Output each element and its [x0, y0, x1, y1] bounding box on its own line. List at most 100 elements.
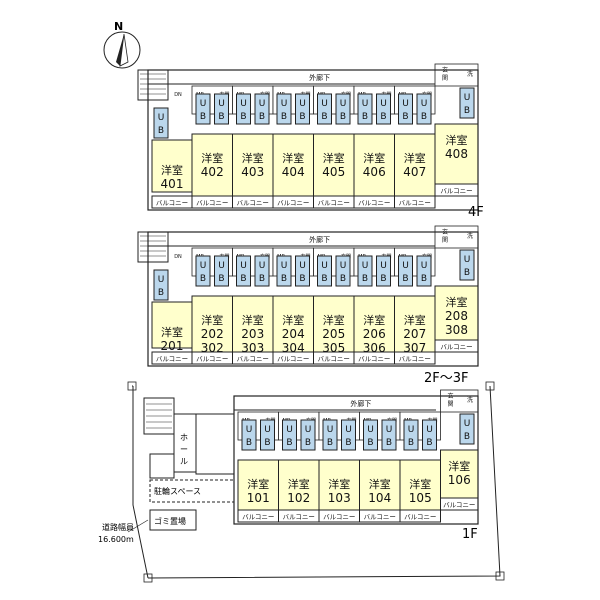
unit-bath — [398, 255, 413, 287]
unit-bath-label: B — [264, 438, 270, 448]
unit-bath-label: B — [158, 126, 164, 136]
unit-bath-label: B — [259, 274, 265, 284]
unit-bath — [254, 93, 270, 125]
unit-bath-label: B — [421, 112, 427, 122]
unit-bath — [335, 255, 351, 287]
unit-bath-label: U — [362, 261, 369, 271]
room-number-label: 205 — [322, 327, 345, 341]
balcony-label: バルコニー — [283, 513, 315, 521]
room-number-label: 204 — [282, 327, 305, 341]
floor-block-2: 外廊下MB玄関UBUB洋室101バルコニーMB玄関UBUB洋室102バルコニーM… — [233, 389, 479, 525]
svg-text:ホール: ホール — [180, 433, 188, 466]
unit-bath-label: B — [362, 112, 368, 122]
unit-bath-label: U — [340, 99, 347, 109]
unit-bath — [357, 255, 373, 287]
unit-bath — [357, 93, 373, 125]
unit-bath-label: B — [218, 274, 224, 284]
room-number-label: 102 — [287, 491, 310, 505]
unit-bath — [376, 255, 391, 287]
room-number-label: 104 — [368, 491, 391, 505]
room-404 — [272, 133, 314, 197]
room-number-label: 208 — [445, 309, 468, 323]
unit-bath — [153, 107, 169, 139]
floor-label-2f-3f: 2F～3F — [424, 371, 469, 386]
unit-bath — [363, 419, 378, 451]
unit-bath-label: U — [218, 261, 225, 271]
unit-bath-label: B — [200, 112, 206, 122]
room-type-label: 洋室 — [201, 313, 223, 327]
room-type-label: 洋室 — [404, 151, 426, 165]
unit-bath-label: B — [362, 274, 368, 284]
balcony-label: バルコニー — [440, 343, 472, 351]
room-number-label: 407 — [403, 165, 426, 179]
unit-bath-label: B — [259, 112, 265, 122]
unit-bath — [416, 93, 432, 125]
unit-bath-label: B — [281, 274, 287, 284]
room-number-label: 401 — [161, 177, 184, 191]
room-type-label: 洋室 — [161, 163, 183, 177]
room-type-label: 洋室 — [323, 151, 345, 165]
room-number-label: 405 — [322, 165, 345, 179]
floors-group: 外廊下DNUB洋室401バルコニーMB玄関UBUB洋室402バルコニーMB玄関U… — [137, 63, 479, 525]
unit-bath-label: U — [345, 425, 352, 435]
balcony — [394, 351, 436, 365]
unit-bath-label: U — [240, 99, 247, 109]
unit-bath — [376, 93, 391, 125]
unit-bath-label: U — [218, 99, 225, 109]
balcony-label: バルコニー — [358, 199, 390, 207]
unit-bath — [254, 255, 270, 287]
unit-bath-label: U — [259, 261, 266, 271]
balcony-label: バルコニー — [237, 355, 269, 363]
balcony-label: バルコニー — [318, 355, 350, 363]
unit-bath-label: U — [321, 261, 328, 271]
room-type-label: 洋室 — [242, 313, 264, 327]
unit-bath — [381, 419, 397, 451]
corridor-label: 外廊下 — [350, 399, 371, 408]
room-type-label: 洋室 — [363, 313, 385, 327]
corridor-label: 外廊下 — [309, 235, 330, 244]
room-103 — [318, 459, 360, 511]
unit-bath-label: B — [402, 112, 408, 122]
stair-area — [137, 231, 169, 263]
site-outline — [127, 381, 505, 583]
unit-bath-label: U — [200, 261, 207, 271]
unit-bath-label: B — [281, 112, 287, 122]
unit-bath — [282, 419, 297, 451]
unit-bath-label: U — [264, 425, 271, 435]
road-width-value: 16.600m — [98, 535, 134, 544]
unit-bath-label: B — [380, 274, 386, 284]
unit-bath — [276, 93, 292, 125]
room-number-label: 101 — [247, 491, 270, 505]
unit-bath — [317, 93, 332, 125]
room-number-label: 103 — [328, 491, 351, 505]
unit-bath-label: U — [321, 99, 328, 109]
unit-bath-label: B — [327, 438, 333, 448]
unit-bath-label: B — [380, 112, 386, 122]
ground-features: ホール 駐輪スペース ゴミ置場 道路幅員 16.600m — [98, 397, 235, 544]
unit-bath-label: B — [286, 438, 292, 448]
balcony-label: バルコニー — [358, 355, 390, 363]
room-401 — [151, 139, 193, 193]
balcony-label: バルコニー — [196, 355, 228, 363]
room-104 — [359, 459, 401, 511]
unit-bath-label: U — [426, 425, 433, 435]
balcony-label: バルコニー — [196, 199, 228, 207]
room-number-label: 207 — [403, 327, 426, 341]
unit-bath-label: U — [464, 255, 471, 265]
unit-bath-label: B — [345, 438, 351, 448]
road-width-label: 道路幅員 — [102, 522, 134, 532]
wash-label: 洗 — [467, 232, 473, 240]
unit-bath-label: B — [246, 438, 252, 448]
floor-outline — [147, 231, 479, 367]
balcony — [399, 509, 441, 523]
room-403 — [232, 133, 274, 197]
unit-bath-label: B — [240, 274, 246, 284]
room-number-label: 402 — [201, 165, 224, 179]
room-number-label: 203 — [241, 327, 264, 341]
unit-bath — [416, 255, 432, 287]
room-number-label: 106 — [448, 473, 471, 487]
unit-bath-label: U — [421, 261, 428, 271]
room-407 — [394, 133, 436, 197]
unit-bath-label: B — [340, 112, 346, 122]
unit-bath-label: B — [299, 112, 305, 122]
